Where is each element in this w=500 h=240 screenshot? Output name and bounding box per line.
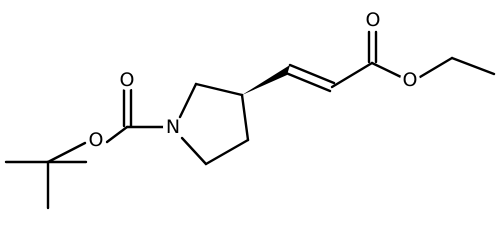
bond-vinyl-c-c-double-a bbox=[284, 71, 332, 93]
bond-ester-c-o-single bbox=[370, 61, 403, 79]
atom-label-o-ester-carbamate: O bbox=[89, 129, 104, 151]
bond-o-carbamate-c bbox=[105, 125, 129, 144]
bond-vinyl-to-ester-c bbox=[330, 61, 374, 89]
atom-o-carbonyl-ester: O bbox=[363, 9, 383, 31]
bond-c4-c5 bbox=[204, 138, 250, 166]
atom-o-carbonyl-carbamate: O bbox=[117, 69, 137, 91]
atom-label-o-ester-ethyl: O bbox=[403, 69, 418, 91]
bond-c3-c4 bbox=[240, 93, 250, 142]
atom-o-ester-carbamate: O bbox=[86, 129, 106, 151]
bond-vinyl-c-c-double-b bbox=[288, 63, 336, 85]
bond-c5-n bbox=[180, 136, 208, 166]
bonds-layer bbox=[4, 30, 496, 210]
stereo-wedge-bond bbox=[242, 65, 290, 95]
bond-o-ethyl-ch2 bbox=[418, 56, 454, 79]
atom-n1: N bbox=[163, 116, 183, 138]
atom-o-ester-ethyl: O bbox=[400, 69, 420, 91]
atom-label-o-carbonyl-ester: O bbox=[366, 9, 381, 31]
chemical-structure-diagram: N O O O O bbox=[4, 9, 496, 210]
atom-label-n1: N bbox=[166, 116, 180, 138]
atom-labels-layer: N O O O O bbox=[86, 9, 420, 151]
atom-label-o-carbonyl-carbamate: O bbox=[120, 69, 135, 91]
bond-ethyl-ch2-ch3 bbox=[450, 56, 496, 76]
bond-ring-ch2-upper-c3 bbox=[194, 82, 244, 97]
bond-n-ring-ch2-upper bbox=[178, 82, 198, 119]
bond-tbu-o bbox=[46, 141, 87, 164]
structure-canvas: N O O O O bbox=[4, 9, 496, 210]
